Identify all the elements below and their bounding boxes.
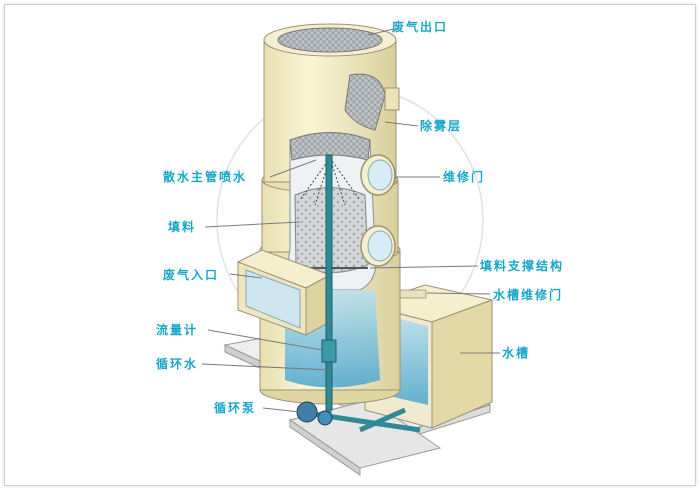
image-frame	[4, 4, 696, 486]
label-water-tank: 水槽	[502, 346, 531, 360]
label-service-door: 维修门	[443, 170, 486, 184]
label-flow-meter: 流量计	[156, 323, 199, 337]
label-exhaust-outlet: 废气出口	[392, 20, 449, 34]
tank-service-door	[399, 289, 427, 299]
label-packing-support: 填料支撑结构	[480, 259, 565, 273]
label-demister: 除雾层	[420, 119, 463, 133]
label-circulating-pump: 循环泵	[214, 401, 257, 415]
demister-layer	[289, 132, 371, 161]
label-packing: 填料	[168, 220, 197, 234]
label-spray-pipe: 散水主管喷水	[163, 170, 248, 184]
outlet-mesh	[277, 27, 383, 53]
label-exhaust-inlet: 废气入口	[163, 268, 220, 282]
circulation-piping	[296, 154, 421, 433]
label-circulating-water: 循环水	[156, 357, 199, 371]
leader-lines	[201, 27, 500, 413]
exhaust-inlet-duct	[236, 249, 332, 336]
label-tank-service-door: 水槽维修门	[493, 288, 564, 302]
flow-meter	[321, 339, 337, 363]
